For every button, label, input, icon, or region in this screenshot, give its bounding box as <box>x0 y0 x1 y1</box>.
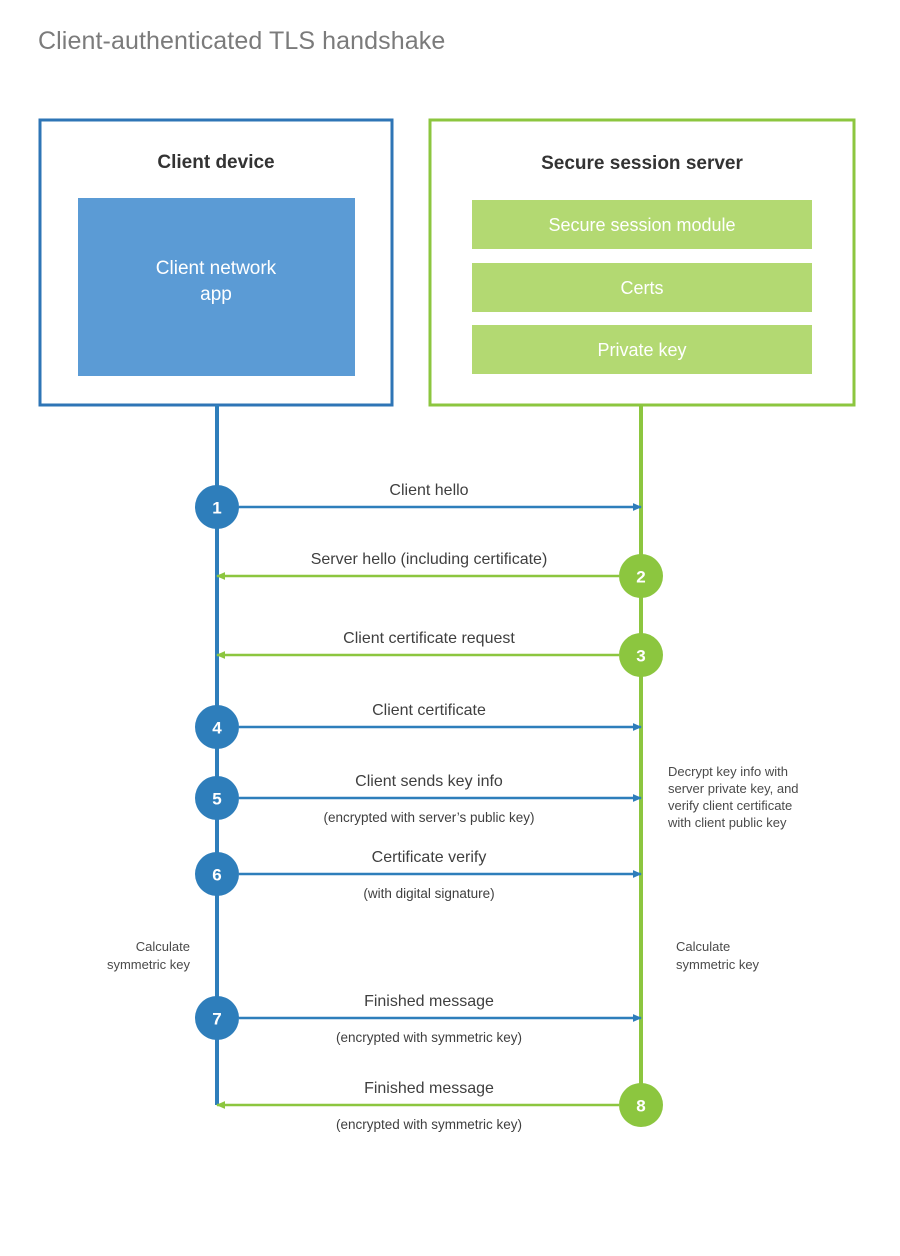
step-number-1: 1 <box>212 499 221 518</box>
step-circle-6 <box>195 852 239 896</box>
server-bar-label-1: Certs <box>620 278 663 298</box>
client-network-app-box <box>78 198 355 376</box>
message-label-6: Certificate verify <box>372 849 487 866</box>
message-label-2: Server hello (including certificate) <box>311 551 548 568</box>
server-note-decrypt-line-1: server private key, and <box>668 781 799 796</box>
message-step-7: Finished message (encrypted with symmetri… <box>195 993 642 1045</box>
server-bar-label-0: Secure session module <box>548 215 735 235</box>
message-sublabel-6: (with digital signature) <box>363 886 494 901</box>
server-note-symmetric-line-1: symmetric key <box>676 957 760 972</box>
step-number-3: 3 <box>636 647 645 666</box>
step-circle-3 <box>619 633 663 677</box>
server-note-decrypt-line-0: Decrypt key info with <box>668 764 788 779</box>
message-step-3: Client certificate request 3 <box>216 630 663 677</box>
step-number-5: 5 <box>212 790 221 809</box>
step-circle-2 <box>619 554 663 598</box>
message-step-2: Server hello (including certificate) 2 <box>216 551 663 598</box>
client-note-symmetric-line-1: symmetric key <box>107 957 191 972</box>
server-note-calculate-symmetric-key: Calculate symmetric key <box>676 939 760 972</box>
server-note-decrypt-line-3: with client public key <box>667 815 787 830</box>
server-bar-secure-session-module <box>472 200 812 249</box>
secure-session-server-title: Secure session server <box>541 153 743 174</box>
step-number-4: 4 <box>212 719 222 738</box>
client-device-title: Client device <box>157 152 274 173</box>
message-step-8: Finished message (encrypted with symmetri… <box>216 1080 663 1132</box>
message-label-1: Client hello <box>389 482 468 499</box>
message-label-3: Client certificate request <box>343 630 515 647</box>
client-network-app-label-line1: Client network <box>156 258 277 279</box>
step-number-2: 2 <box>636 568 645 587</box>
server-note-decrypt: Decrypt key info with server private key… <box>667 764 799 830</box>
message-step-6: Certificate verify (with digital signatur… <box>195 849 642 901</box>
message-sublabel-8: (encrypted with symmetric key) <box>336 1117 522 1132</box>
client-network-app-label-line2: app <box>200 284 232 305</box>
step-circle-4 <box>195 705 239 749</box>
step-number-6: 6 <box>212 866 221 885</box>
client-note-symmetric-line-0: Calculate <box>136 939 190 954</box>
step-circle-1 <box>195 485 239 529</box>
message-step-5: Client sends key info (encrypted with ser… <box>195 773 642 825</box>
server-note-decrypt-line-2: verify client certificate <box>668 798 792 813</box>
step-circle-7 <box>195 996 239 1040</box>
server-note-symmetric-line-0: Calculate <box>676 939 730 954</box>
message-step-4: Client certificate 4 <box>195 702 642 749</box>
page-title: Client-authenticated TLS handshake <box>38 27 446 55</box>
message-label-7: Finished message <box>364 993 494 1010</box>
client-note-calculate-symmetric-key: Calculate symmetric key <box>107 939 191 972</box>
message-sublabel-5: (encrypted with server’s public key) <box>323 810 534 825</box>
step-number-7: 7 <box>212 1010 221 1029</box>
client-device-node: Client device Client network app <box>38 118 394 407</box>
message-label-4: Client certificate <box>372 702 486 719</box>
message-step-1: Client hello 1 <box>195 482 642 529</box>
message-label-8: Finished message <box>364 1080 494 1097</box>
server-bar-private-key <box>472 325 812 374</box>
message-sublabel-7: (encrypted with symmetric key) <box>336 1030 522 1045</box>
step-circle-8 <box>619 1083 663 1127</box>
message-label-5: Client sends key info <box>355 773 503 790</box>
secure-session-server-node: Secure session server Secure session mod… <box>428 118 856 407</box>
step-circle-5 <box>195 776 239 820</box>
step-number-8: 8 <box>636 1097 645 1116</box>
server-bar-certs <box>472 263 812 312</box>
server-bar-label-2: Private key <box>597 340 686 360</box>
